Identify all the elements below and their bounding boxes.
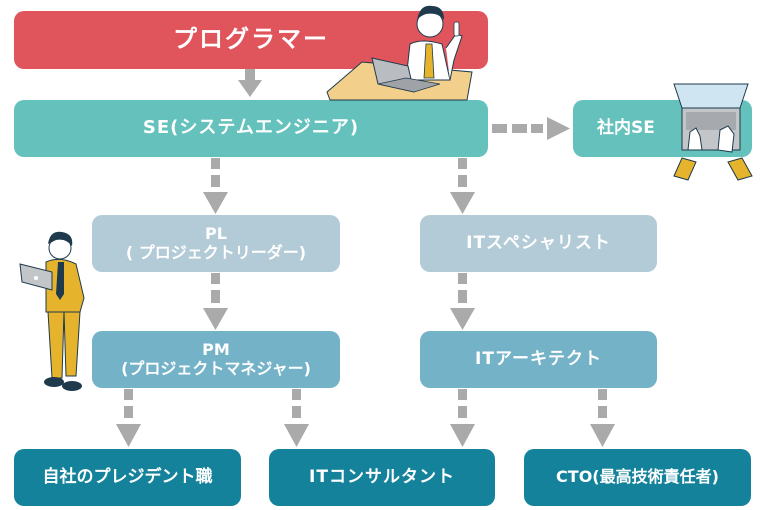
node-in-house-se-label: 社内SE	[597, 117, 655, 138]
illustration-standing-man	[19, 231, 85, 391]
node-president: 自社のプレジデント職	[14, 449, 241, 506]
arrow-it-specialist-to-it-architect	[450, 273, 475, 330]
node-cto: CTO(最高技術責任者)	[524, 449, 751, 506]
arrow-se-to-it-specialist	[450, 158, 475, 214]
node-pl-line1: PL	[205, 224, 227, 244]
arrow-programmer-to-se	[238, 69, 262, 97]
illustration-man-at-desk	[326, 5, 473, 101]
node-it-consultant: ITコンサルタント	[269, 449, 495, 506]
node-se: SE(システムエンジニア)	[14, 100, 488, 157]
node-se-label: SE(システムエンジニア)	[142, 117, 360, 139]
arrow-pl-to-pm	[203, 273, 228, 330]
arrow-se-to-in-house-se	[492, 117, 570, 140]
node-it-consultant-label: ITコンサルタント	[309, 466, 455, 487]
arrow-pm-to-president	[116, 389, 141, 447]
node-it-architect: ITアーキテクト	[420, 331, 657, 388]
node-it-specialist-label: ITスペシャリスト	[466, 232, 611, 253]
node-pm-line1: PM	[202, 340, 230, 360]
node-pm: PM (プロジェクトマネジャー)	[92, 331, 340, 388]
arrow-pm-to-it-consultant	[284, 389, 309, 447]
arrow-it-architect-to-it-consultant	[450, 389, 475, 447]
node-cto-label: CTO(最高技術責任者)	[556, 467, 719, 487]
node-it-specialist: ITスペシャリスト	[420, 215, 657, 272]
node-president-label: 自社のプレジデント職	[42, 466, 213, 487]
illustration-hands-on-laptop	[673, 83, 753, 181]
node-programmer-label: プログラマー	[173, 25, 329, 54]
node-pm-line2: (プロジェクトマネジャー)	[121, 358, 311, 378]
arrow-it-architect-to-cto	[590, 389, 615, 447]
node-it-architect-label: ITアーキテクト	[475, 348, 602, 369]
node-pl-line2: ( プロジェクトリーダー)	[125, 242, 307, 262]
arrow-se-to-pl	[203, 158, 228, 214]
node-pl: PL ( プロジェクトリーダー)	[92, 215, 340, 272]
